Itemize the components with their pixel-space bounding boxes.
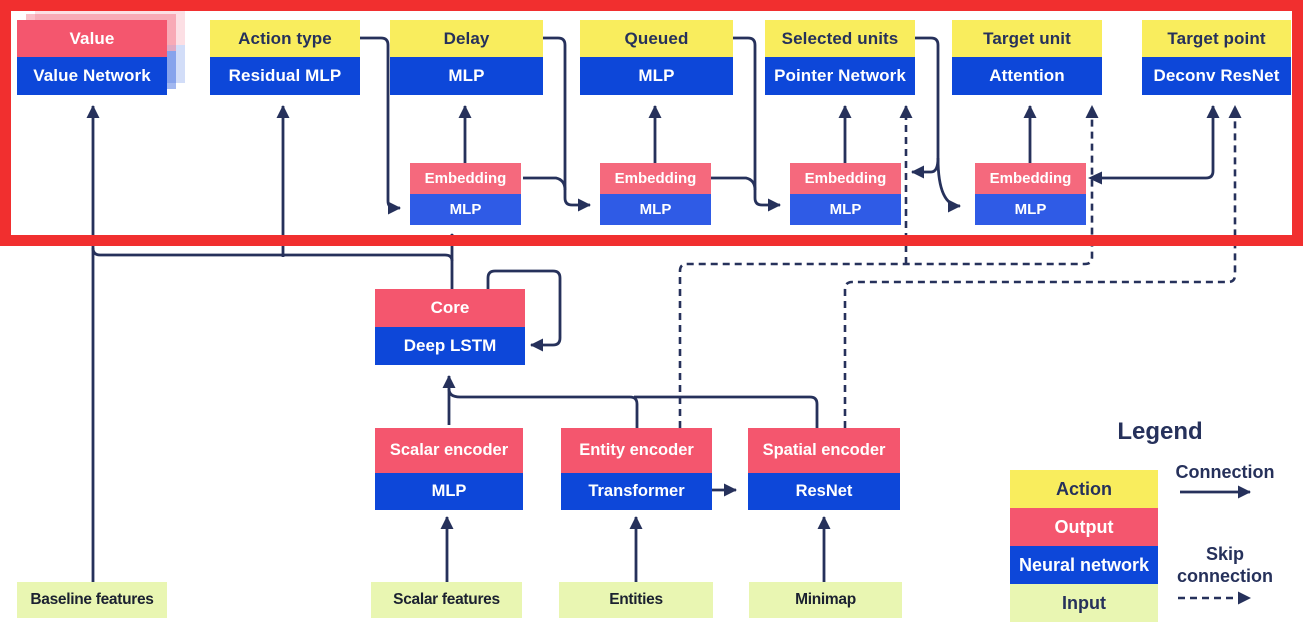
legend-skip-label-line2: connection [1176, 566, 1273, 586]
head-selected-units-network: Pointer Network [765, 57, 915, 95]
embedding3-label: Embedding [790, 163, 901, 194]
embedding-block-1: Embedding MLP [410, 163, 521, 225]
head-target-point-network: Deconv ResNet [1142, 57, 1291, 95]
core-label: Core [375, 289, 525, 327]
conn-spatial-to-lstm [634, 395, 819, 428]
head-block-action-type: Action type Residual MLP [210, 20, 360, 95]
head-delay-network: MLP [390, 57, 543, 95]
head-target-point-label: Target point [1142, 20, 1291, 57]
conn-entity-to-lstm [447, 388, 639, 428]
head-queued-label: Queued [580, 20, 733, 57]
skip-entity-to-attention [678, 105, 1099, 428]
head-block-value: Value Value Network [17, 20, 167, 95]
embedding1-network: MLP [410, 194, 521, 225]
legend-swatches: Action Output Neural network Input [1010, 470, 1158, 622]
head-value-label: Value [17, 20, 167, 57]
conn-queued-to-embedding3 [733, 36, 781, 212]
encoder-spatial: Spatial encoder ResNet [748, 428, 900, 510]
head-selected-units-label: Selected units [765, 20, 915, 57]
embedding-block-4: Embedding MLP [975, 163, 1086, 225]
input-scalar-features: Scalar features [371, 582, 522, 618]
head-block-delay: Delay MLP [390, 20, 543, 95]
encoder-entity-label: Entity encoder [561, 428, 712, 473]
embedding4-label: Embedding [975, 163, 1086, 194]
encoder-scalar-label: Scalar encoder [375, 428, 523, 473]
core-block: Core Deep LSTM [375, 289, 525, 365]
embedding3-network: MLP [790, 194, 901, 225]
legend-input: Input [1010, 584, 1158, 622]
head-queued-network: MLP [580, 57, 733, 95]
input-entities: Entities [559, 582, 713, 618]
head-action-type-label: Action type [210, 20, 360, 57]
conn-embedding4-deconv [1096, 105, 1220, 180]
embedding1-label: Embedding [410, 163, 521, 194]
encoder-scalar: Scalar encoder MLP [375, 428, 523, 510]
conn-embedding1-out [523, 176, 567, 191]
core-network: Deep LSTM [375, 327, 525, 365]
head-delay-label: Delay [390, 20, 543, 57]
conn-core-horizontal [91, 247, 454, 262]
embedding-block-2: Embedding MLP [600, 163, 711, 225]
conn-embedding4-left-arrowhead [1088, 171, 1102, 185]
conn-embedding2-out [710, 176, 757, 191]
conn-selectedunits-to-embedding4 [936, 157, 961, 213]
head-action-type-network: Residual MLP [210, 57, 360, 95]
conn-actiontype-to-embedding1 [360, 36, 401, 215]
conn-core-self-loop [486, 269, 562, 352]
head-target-unit-label: Target unit [952, 20, 1102, 57]
encoder-spatial-network: ResNet [748, 473, 900, 510]
encoder-spatial-label: Spatial encoder [748, 428, 900, 473]
conn-selectedunits-down [915, 36, 940, 164]
head-value-network: Value Network [17, 57, 167, 95]
conn-selectedunits-to-embedding3 [911, 157, 940, 179]
embedding2-label: Embedding [600, 163, 711, 194]
embedding-block-3: Embedding MLP [790, 163, 901, 225]
embedding4-network: MLP [975, 194, 1086, 225]
legend-neural-network: Neural network [1010, 546, 1158, 584]
head-block-target-unit: Target unit Attention [952, 20, 1102, 95]
legend-title: Legend [1117, 418, 1203, 445]
legend-action: Action [1010, 470, 1158, 508]
legend-connection-label: Connection [1175, 462, 1275, 482]
encoder-entity: Entity encoder Transformer [561, 428, 712, 510]
head-block-target-point: Target point Deconv ResNet [1142, 20, 1291, 95]
legend-output: Output [1010, 508, 1158, 546]
encoder-entity-network: Transformer [561, 473, 712, 510]
skip-spatial-to-deconv [843, 105, 1242, 428]
head-target-unit-network: Attention [952, 57, 1102, 95]
embedding2-network: MLP [600, 194, 711, 225]
conn-delay-to-embedding2 [543, 36, 591, 212]
input-minimap: Minimap [749, 582, 902, 618]
legend-skip-label-line1: Skip [1205, 544, 1244, 564]
head-block-selected-units: Selected units Pointer Network [765, 20, 915, 95]
input-baseline-features: Baseline features [17, 582, 167, 618]
head-block-queued: Queued MLP [580, 20, 733, 95]
encoder-scalar-network: MLP [375, 473, 523, 510]
